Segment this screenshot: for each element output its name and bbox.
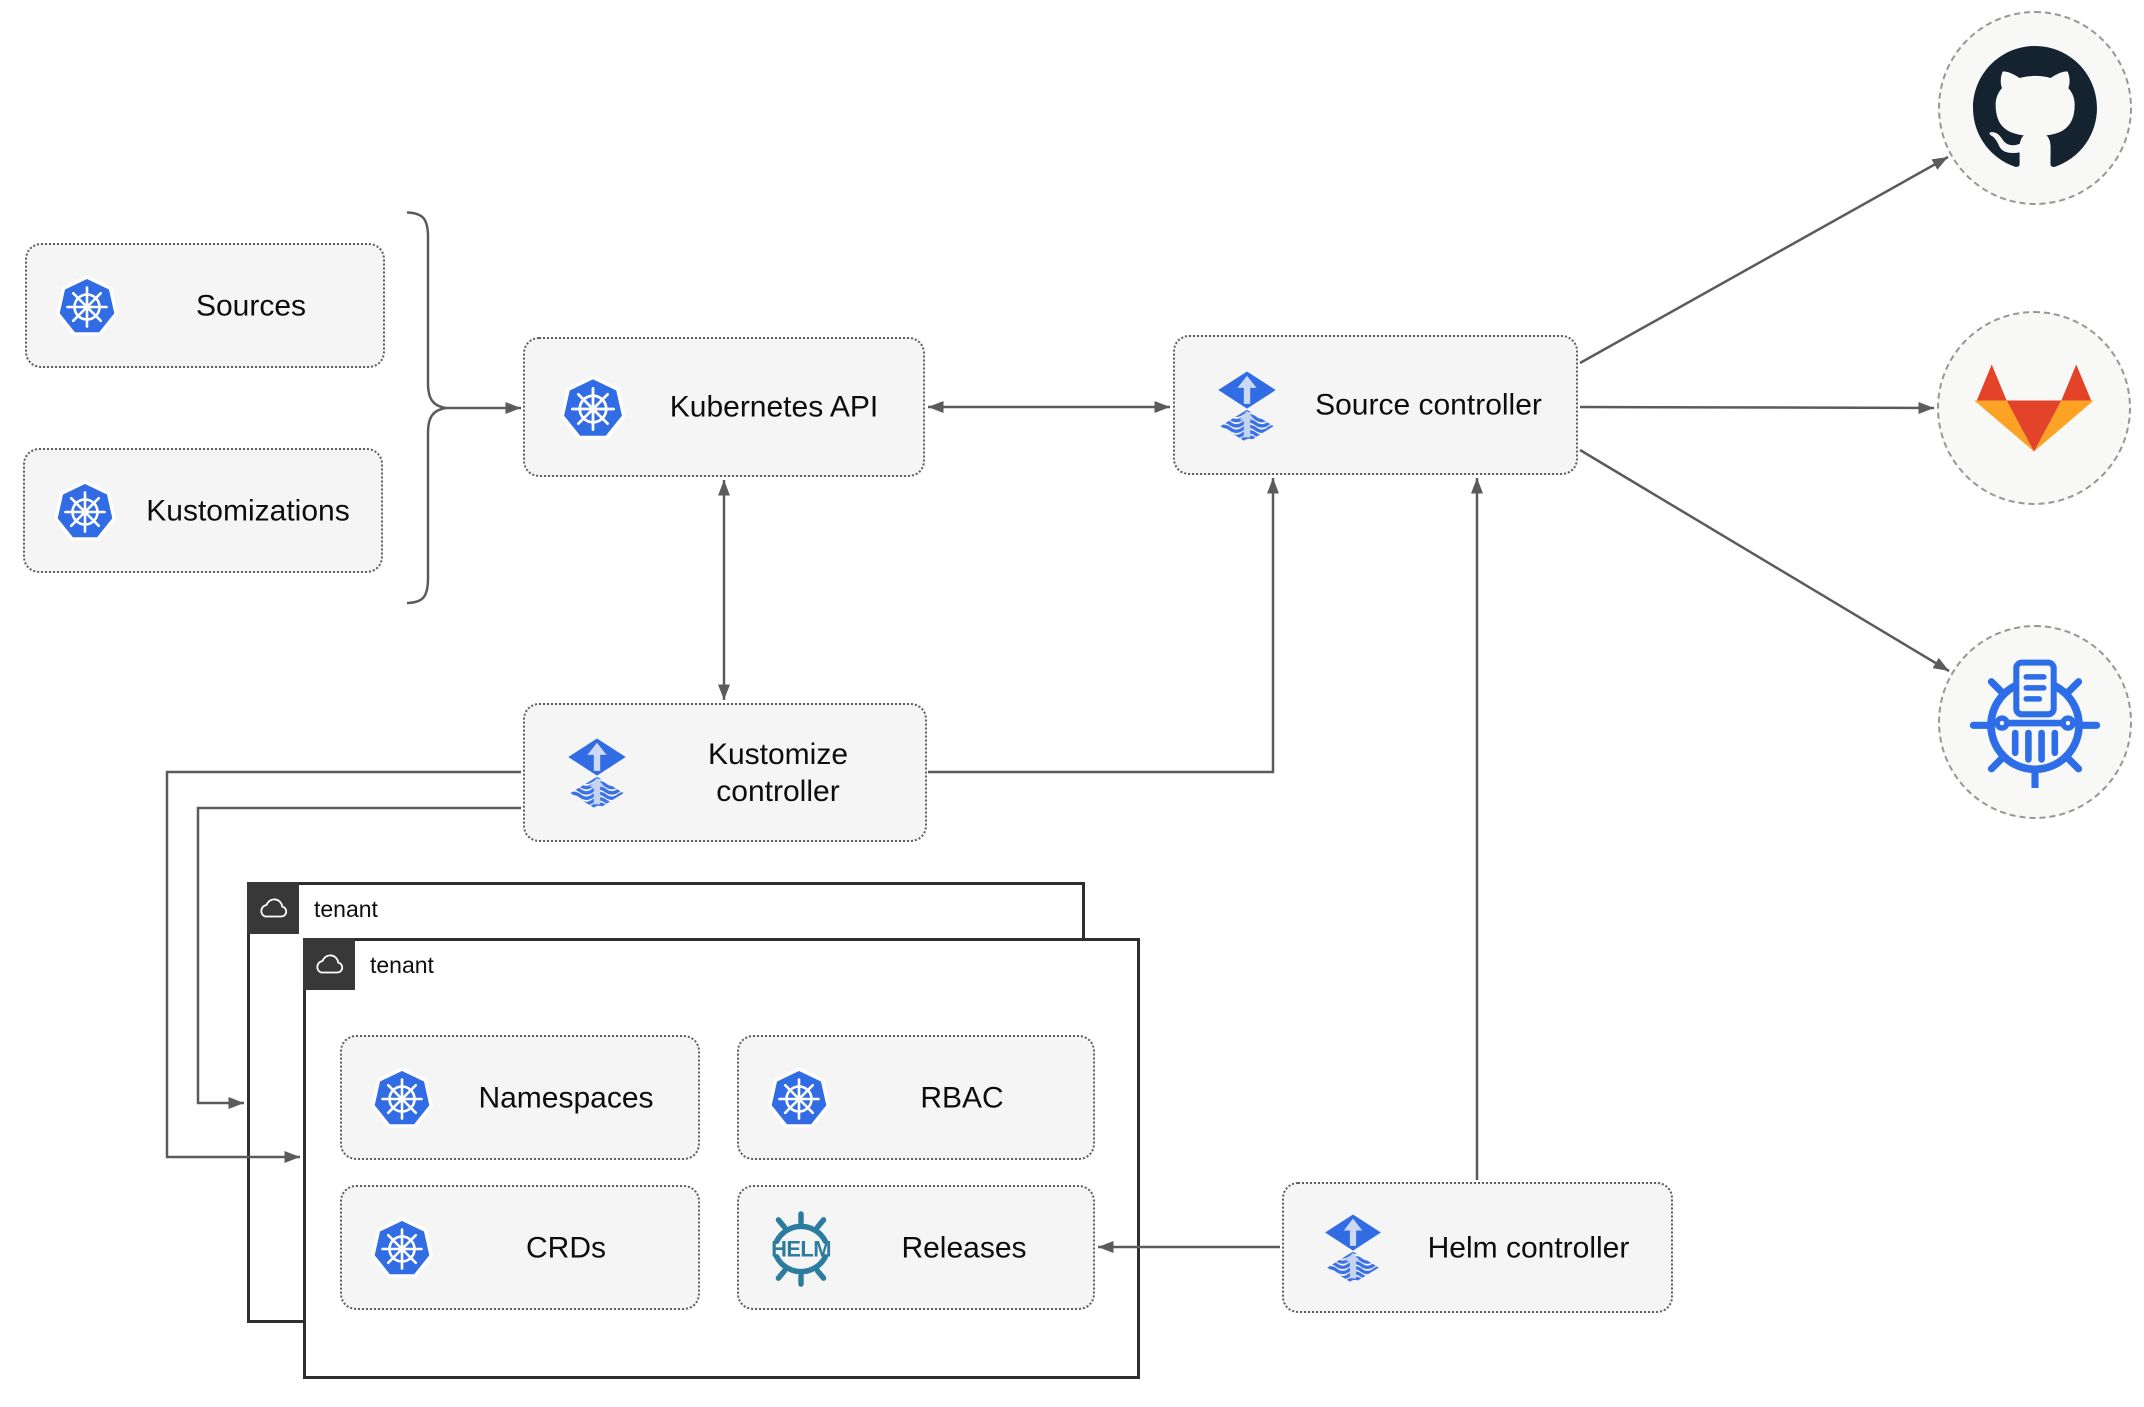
kubernetes-icon bbox=[53, 478, 117, 551]
kubernetes-icon bbox=[55, 273, 119, 346]
node-kustomizations: Kustomizations bbox=[23, 448, 383, 573]
kubernetes-icon bbox=[370, 1215, 434, 1288]
edge-source-to-chartmuseum bbox=[1579, 448, 1950, 673]
tenant-back-label: tenant bbox=[314, 896, 378, 922]
node-kubernetes-api: Kubernetes API bbox=[523, 337, 925, 477]
node-namespaces: Namespaces bbox=[340, 1035, 700, 1160]
node-label: Kustomize controller bbox=[707, 737, 849, 808]
cloud-icon bbox=[312, 952, 346, 976]
tenant-back-tag bbox=[247, 882, 299, 934]
node-label: Kubernetes API bbox=[669, 390, 879, 424]
node-label: Source controller bbox=[1315, 388, 1542, 422]
flux-icon bbox=[1213, 369, 1281, 449]
node-chartmuseum bbox=[1938, 625, 2132, 819]
chartmuseum-icon bbox=[1969, 656, 2101, 788]
kubernetes-icon bbox=[559, 373, 627, 450]
node-label: Sources bbox=[195, 289, 307, 322]
github-icon bbox=[1973, 46, 2097, 170]
node-kustomize-controller: Kustomize controller bbox=[523, 703, 927, 842]
cloud-icon bbox=[256, 896, 290, 920]
node-crds: CRDs bbox=[340, 1185, 700, 1310]
edge-source-to-github bbox=[1579, 155, 1949, 365]
edge-kustomize-to-source bbox=[928, 478, 1279, 774]
flux-icon bbox=[1320, 1212, 1386, 1290]
brace-sources-group bbox=[406, 211, 447, 605]
helm-icon bbox=[763, 1211, 839, 1292]
node-releases: Releases bbox=[737, 1185, 1095, 1310]
flux-icon bbox=[563, 736, 631, 816]
node-label: Namespaces bbox=[478, 1081, 654, 1114]
node-gitlab bbox=[1937, 311, 2131, 505]
kubernetes-icon bbox=[767, 1065, 831, 1138]
node-sources: Sources bbox=[25, 243, 385, 368]
node-github bbox=[1938, 11, 2132, 205]
node-helm-controller: Helm controller bbox=[1282, 1182, 1673, 1313]
gitlab-icon bbox=[1970, 362, 2098, 454]
node-label: Releases bbox=[901, 1231, 1027, 1264]
tenant-front-tag bbox=[303, 938, 355, 990]
tenant-front-label: tenant bbox=[370, 952, 434, 978]
node-label: RBAC bbox=[920, 1081, 1004, 1114]
edge-source-to-gitlab bbox=[1579, 401, 1935, 414]
node-source-controller: Source controller bbox=[1173, 335, 1578, 475]
kubernetes-icon bbox=[370, 1065, 434, 1138]
node-label: Kustomizations bbox=[146, 494, 350, 527]
node-label: Helm controller bbox=[1427, 1231, 1630, 1264]
node-label: CRDs bbox=[526, 1231, 606, 1264]
node-rbac: RBAC bbox=[737, 1035, 1095, 1160]
